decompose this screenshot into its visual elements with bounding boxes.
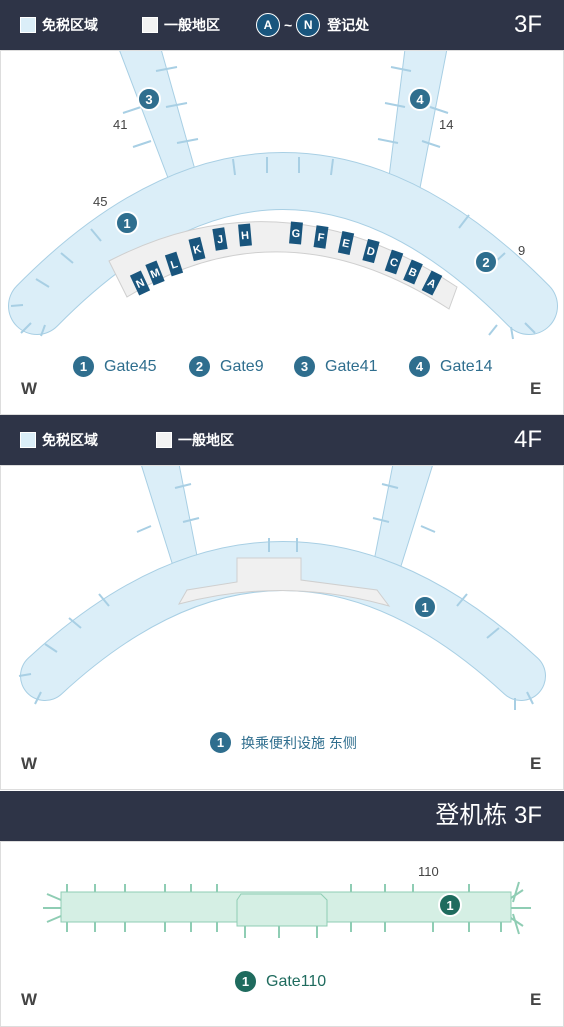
counter-g: G — [289, 221, 303, 245]
general-area-swatch — [156, 432, 172, 448]
terminal-4f-map-graphic: 1 — [18, 466, 546, 710]
concourse-3f-header: 登机栋 3F — [0, 791, 564, 841]
counters-label: 登记处 — [327, 17, 370, 33]
transfer-area — [177, 557, 391, 607]
duty-free-label: 免税区域 — [42, 17, 98, 33]
legend-counters: A ~ N 登记处 — [256, 0, 369, 50]
marker-2-icon: 2 — [188, 355, 211, 378]
svg-text:K: K — [192, 243, 203, 257]
marker-1-icon: 1 — [234, 970, 257, 993]
gate-number-41: 41 — [113, 117, 127, 132]
counter-n: N — [129, 270, 151, 296]
svg-text:2: 2 — [482, 255, 489, 270]
compass-west: W — [21, 990, 38, 1009]
duty-free-label: 免税区域 — [42, 432, 98, 448]
counter-h: H — [238, 223, 252, 247]
compass-east: E — [530, 990, 542, 1009]
west-pier — [136, 466, 200, 567]
compass-west: W — [21, 754, 38, 773]
svg-text:D: D — [365, 245, 376, 259]
legend-general: 一般地区 — [156, 415, 234, 465]
map-marker-4[interactable]: 4 — [408, 87, 432, 111]
general-area-swatch — [142, 17, 158, 33]
map-marker-3[interactable]: 3 — [137, 87, 161, 111]
map-marker-1[interactable]: 1 — [413, 595, 437, 619]
duty-free-swatch — [20, 17, 36, 33]
svg-text:3: 3 — [145, 92, 152, 107]
gate-number-9: 9 — [518, 243, 525, 258]
general-area-label: 一般地区 — [164, 17, 220, 33]
gate-number-110: 110 — [418, 864, 439, 879]
concourse-3f-map: 110 1 1 Gate110 W E — [0, 841, 564, 1027]
gate-number-14: 14 — [439, 117, 453, 132]
counter-b: B — [403, 259, 423, 285]
counter-a-icon: A — [256, 13, 280, 37]
compass-east: E — [530, 379, 542, 398]
map-marker-1[interactable]: 1 — [115, 211, 139, 235]
svg-text:F: F — [317, 232, 326, 245]
gate-legend-label: Gate41 — [325, 357, 378, 375]
gate-legend-label: Gate110 — [266, 972, 327, 990]
counter-range-separator: ~ — [284, 17, 293, 33]
marker-4-icon: 4 — [408, 355, 431, 378]
checkin-counters: N M L K J H G F E D C B A 41 45 14 9 1 2… — [93, 87, 525, 296]
counter-m: M — [145, 260, 165, 286]
floor-3f-header: 免税区域 一般地区 A ~ N 登记处 3F — [0, 0, 564, 50]
compass-east: E — [530, 754, 542, 773]
svg-text:J: J — [216, 234, 224, 247]
transfer-legend-label: 换乘便利设施 东侧 — [241, 734, 357, 751]
gate-legend-1[interactable]: 1 Gate45 — [72, 355, 156, 378]
svg-text:E: E — [341, 237, 351, 250]
floor-title: 4F — [513, 426, 542, 453]
main-concourse-arc — [8, 152, 558, 340]
counter-k: K — [188, 236, 206, 262]
counter-j: J — [212, 227, 228, 251]
svg-text:M: M — [149, 267, 162, 282]
gate-legend-label: Gate14 — [440, 357, 493, 375]
counter-d: D — [362, 238, 380, 264]
gate-legend-label: Gate45 — [104, 357, 157, 375]
east-pier — [372, 466, 436, 567]
compass-west: W — [21, 379, 38, 398]
duty-free-swatch — [20, 432, 36, 448]
legend-duty-free: 免税区域 — [20, 415, 98, 465]
svg-text:L: L — [169, 258, 179, 272]
general-area-label: 一般地区 — [178, 432, 234, 448]
floor-title: 登机栋 3F — [435, 802, 542, 829]
counter-l: L — [164, 251, 184, 277]
gate-legend-label: Gate9 — [220, 357, 264, 375]
legend-duty-free: 免税区域 — [20, 0, 98, 50]
east-pier — [377, 51, 449, 194]
svg-text:G: G — [291, 228, 301, 241]
floor-3f-map: N M L K J H G F E D C B A 41 45 14 9 1 2… — [0, 50, 564, 415]
floor-4f-header: 免税区域 一般地区 4F — [0, 415, 564, 465]
marker-1-icon: 1 — [72, 355, 95, 378]
counter-e: E — [337, 230, 355, 256]
counter-n-icon: N — [296, 13, 321, 37]
concourse-building — [43, 881, 531, 938]
svg-text:4: 4 — [416, 92, 424, 107]
counter-a: A — [421, 270, 443, 296]
map-marker-1[interactable]: 1 — [438, 893, 462, 917]
gate-number-45: 45 — [93, 194, 107, 209]
gate-legend-2[interactable]: 2 Gate9 — [188, 355, 264, 378]
gate-legend-4[interactable]: 4 Gate14 — [408, 355, 492, 378]
marker-3-icon: 3 — [293, 355, 316, 378]
gate-legend-1[interactable]: 1 Gate110 — [234, 970, 326, 993]
counter-c: C — [384, 249, 404, 275]
floor-4f-map: 1 1 换乘便利设施 东侧 W E — [0, 465, 564, 790]
transfer-legend-1[interactable]: 1 换乘便利设施 东侧 — [209, 731, 357, 754]
counter-f: F — [313, 225, 329, 249]
svg-text:1: 1 — [421, 600, 428, 615]
concourse-map-graphic: 110 1 — [43, 864, 531, 938]
svg-text:C: C — [388, 256, 399, 270]
map-marker-2[interactable]: 2 — [474, 250, 498, 274]
floor-title: 3F — [513, 11, 542, 38]
gate-legend-3[interactable]: 3 Gate41 — [293, 355, 377, 378]
legend-general: 一般地区 — [142, 0, 220, 50]
svg-text:H: H — [241, 230, 250, 243]
svg-text:1: 1 — [446, 898, 453, 913]
marker-1-icon: 1 — [209, 731, 232, 754]
svg-text:1: 1 — [123, 216, 130, 231]
